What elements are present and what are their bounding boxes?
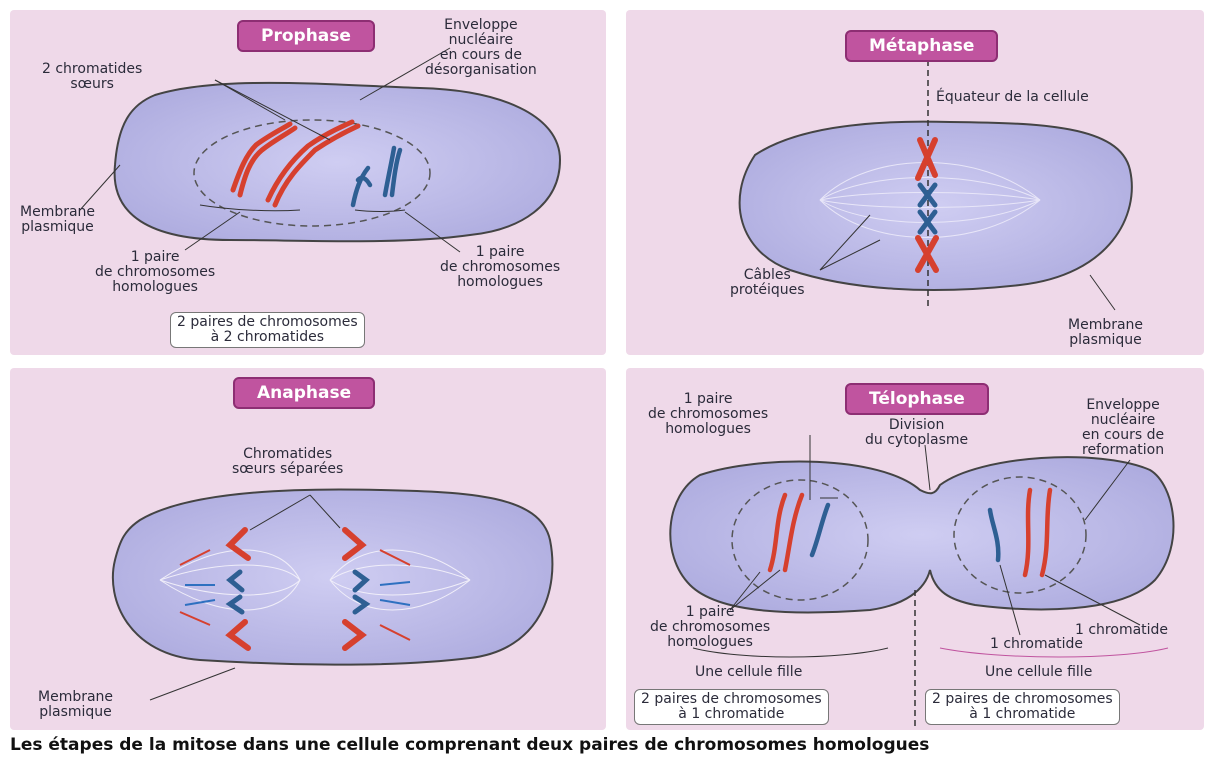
label-cellule-fille-left: Une cellule fille	[695, 665, 802, 680]
stage-title-anaphase: Anaphase	[233, 377, 375, 409]
telophase-cells	[670, 457, 1173, 612]
label-chromatide-b: 1 chromatide	[1075, 623, 1168, 638]
label-chromatide-a: 1 chromatide	[990, 637, 1083, 652]
label-equateur: Équateur de la cellule	[936, 90, 1089, 105]
stage-title-telophase: Télophase	[845, 383, 989, 415]
figure-caption: Les étapes de la mitose dans une cellule…	[10, 735, 929, 755]
stage-title-metaphase: Métaphase	[845, 30, 998, 62]
prophase-cell	[115, 83, 560, 241]
stage-title-prophase: Prophase	[237, 20, 375, 52]
label-cellule-fille-right: Une cellule fille	[985, 665, 1092, 680]
